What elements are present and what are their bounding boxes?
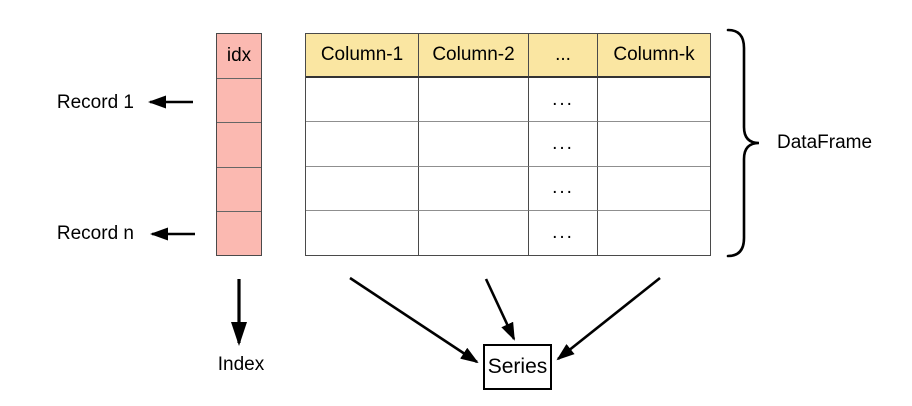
column2-to-series-arrow: [484, 278, 516, 341]
record-first-label: Record 1: [56, 92, 134, 113]
record-last-label: Record n: [56, 223, 134, 244]
table-cell: [598, 167, 710, 211]
dataframe-table: Column-1 Column-2 ... Column-k ... ... .…: [305, 33, 711, 256]
table-header-cell: Column-k: [598, 34, 710, 78]
table-cell: [419, 210, 529, 255]
index-column: idx: [216, 33, 262, 256]
table-cell: [598, 78, 710, 123]
table-cell: [419, 78, 529, 123]
table-cell: [306, 122, 419, 167]
index-cell: [217, 79, 261, 124]
table-header-cell: ...: [529, 34, 598, 78]
table-cell: [306, 166, 419, 211]
table-cell: [419, 122, 529, 167]
table-header-cell: Column-1: [306, 34, 419, 78]
table-cell: [306, 78, 419, 123]
column1-to-series-arrow: [349, 276, 479, 364]
dataframe-brace: [726, 28, 760, 258]
table-cell: [306, 210, 419, 255]
table-cell: ...: [529, 210, 598, 255]
table-cell: ...: [529, 122, 598, 167]
index-cell: [217, 168, 261, 212]
series-label: Series: [487, 355, 548, 378]
table-cell: ...: [529, 166, 598, 211]
table-cell: [419, 166, 529, 211]
index-label: Index: [217, 354, 265, 375]
dataframe-label: DataFrame: [777, 132, 873, 153]
series-box: Series: [483, 344, 552, 390]
index-column-header: idx: [217, 34, 261, 79]
table-cell: [598, 122, 710, 167]
index-cell: [217, 123, 261, 168]
table-cell: [598, 211, 710, 255]
table-cell: ...: [529, 78, 598, 123]
columnk-to-series-arrow: [556, 276, 661, 361]
index-cell: [217, 212, 261, 255]
table-header-cell: Column-2: [419, 34, 529, 78]
